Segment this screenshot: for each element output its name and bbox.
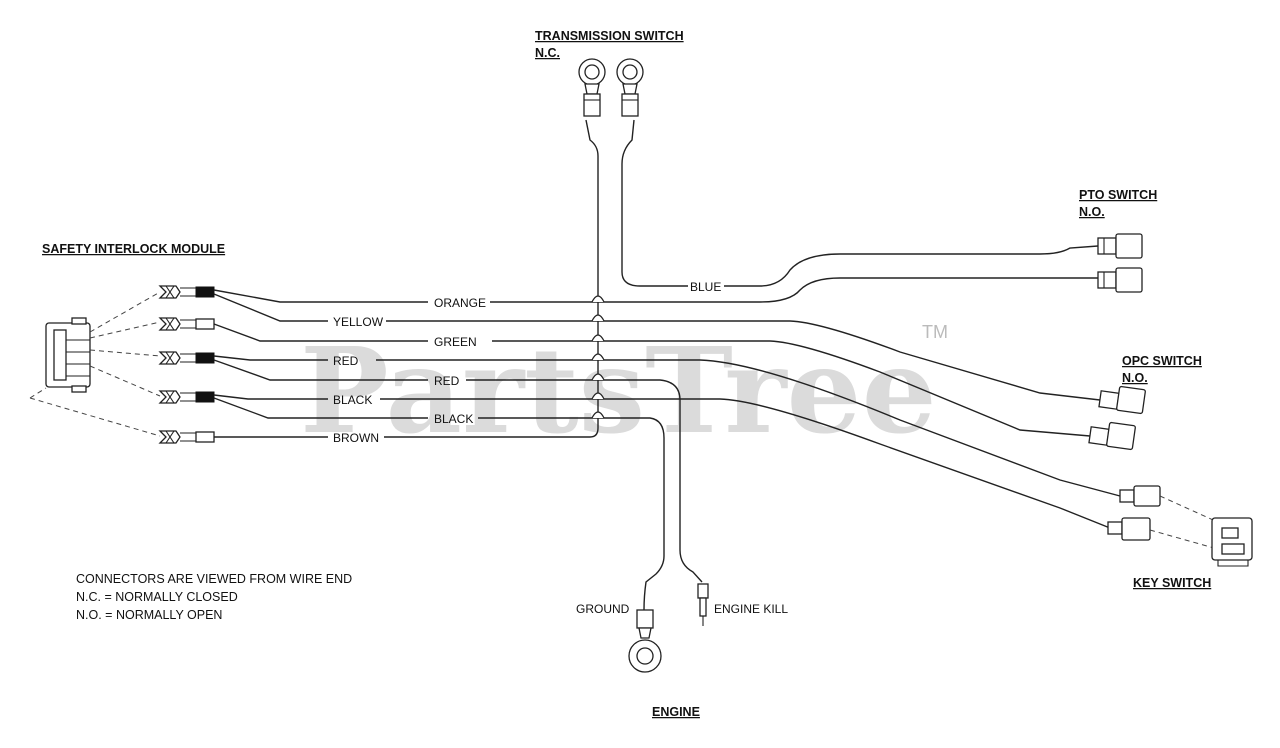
wire-label-green: GREEN — [434, 335, 477, 349]
terminal-4 — [158, 390, 215, 404]
label-safety-interlock-module: SAFETY INTERLOCK MODULE — [42, 242, 225, 256]
note-line-2: N.C. = NORMALLY CLOSED — [76, 590, 238, 604]
wire-label-black-1: BLACK — [333, 393, 372, 407]
terminal-5 — [158, 430, 215, 444]
label-engine: ENGINE — [652, 705, 700, 719]
terminal-1 — [158, 285, 215, 299]
watermark-trademark: TM — [922, 322, 948, 342]
note-line-1: CONNECTORS ARE VIEWED FROM WIRE END — [76, 572, 352, 586]
opc-switch-connectors — [1088, 385, 1146, 451]
wire-label-blue: BLUE — [690, 280, 721, 294]
transmission-switch-connectors — [578, 58, 644, 117]
label-pto-switch: PTO SWITCH — [1079, 188, 1157, 202]
pto-switch-connectors — [1097, 233, 1143, 293]
wire-label-red-2: RED — [434, 374, 460, 388]
note-line-3: N.O. = NORMALLY OPEN — [76, 608, 222, 622]
watermark-logo: PartsTree — [300, 321, 937, 460]
wire-label-yellow: YELLOW — [333, 315, 384, 329]
label-transmission-switch: TRANSMISSION SWITCH — [535, 29, 684, 43]
wire-label-red-1: RED — [333, 354, 359, 368]
key-switch-connectors — [1107, 485, 1253, 567]
label-transmission-switch-state: N.C. — [535, 46, 560, 60]
label-pto-switch-state: N.O. — [1079, 205, 1105, 219]
label-engine-kill: ENGINE KILL — [714, 602, 788, 616]
terminal-3 — [158, 351, 215, 365]
wire-label-black-2: BLACK — [434, 412, 473, 426]
wire-label-brown: BROWN — [333, 431, 379, 445]
safety-interlock-module — [45, 317, 91, 393]
label-opc-switch-state: N.O. — [1122, 371, 1148, 385]
engine-kill-connector — [697, 583, 709, 626]
label-key-switch: KEY SWITCH — [1133, 576, 1211, 590]
terminal-2 — [158, 317, 215, 331]
label-ground: GROUND — [576, 602, 630, 616]
label-opc-switch: OPC SWITCH — [1122, 354, 1202, 368]
wire-label-orange: ORANGE — [434, 296, 486, 310]
ground-connector — [628, 609, 662, 673]
